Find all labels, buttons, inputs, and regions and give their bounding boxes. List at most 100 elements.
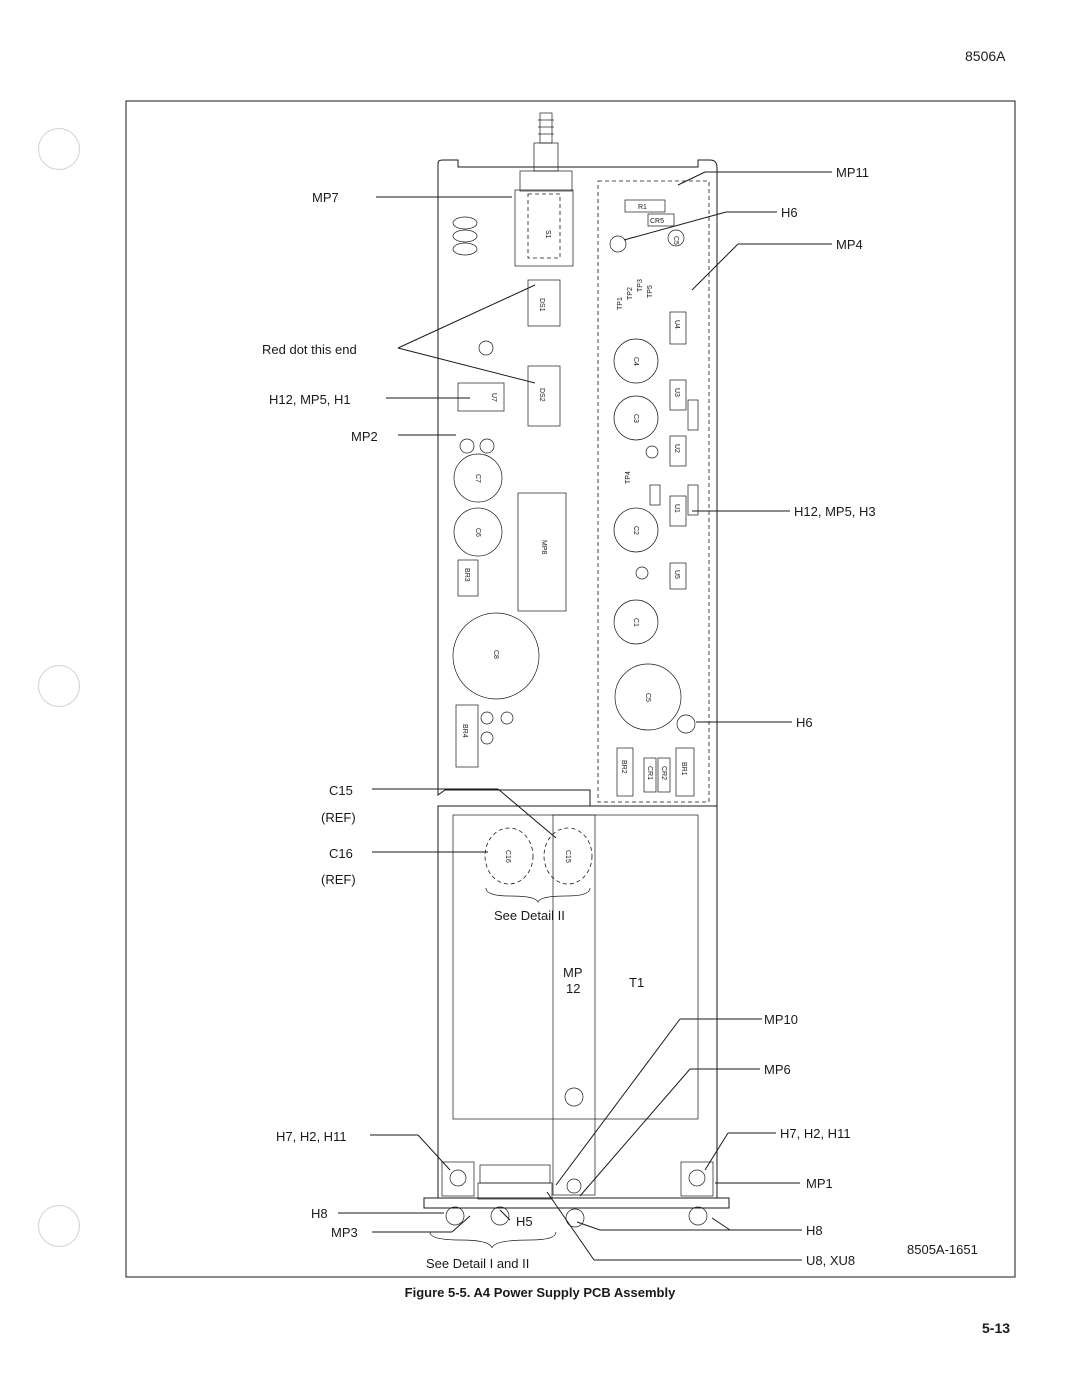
svg-text:U1: U1 — [673, 504, 680, 513]
ds1 — [527, 279, 561, 327]
callout-h6-top: H6 — [781, 205, 798, 220]
mount-nut-left — [441, 1161, 475, 1197]
detail-i-ii-brace — [429, 1231, 557, 1249]
svg-text:TP2: TP2 — [627, 287, 634, 300]
br4 — [455, 704, 479, 768]
svg-text:C5: C5 — [644, 693, 651, 702]
s1-switch — [514, 189, 574, 267]
callout-t1: T1 — [629, 975, 644, 990]
u3 — [669, 379, 687, 411]
svg-text:TP1: TP1 — [617, 297, 624, 310]
capacitor-c2 — [613, 507, 659, 553]
label-s1: S1 — [544, 230, 551, 239]
regulator-board — [597, 180, 710, 803]
binder-hole — [38, 1205, 80, 1247]
u1 — [669, 495, 687, 527]
callout-see-detail-i-ii: See Detail I and II — [426, 1256, 529, 1271]
figure-caption: Figure 5-5. A4 Power Supply PCB Assembly — [404, 1285, 676, 1300]
callout-mp1: MP1 — [806, 1176, 833, 1191]
u2 — [669, 435, 687, 467]
callout-c15: C15 — [329, 783, 353, 798]
svg-text:U5: U5 — [673, 570, 680, 579]
document-code: 8506A — [965, 48, 1006, 64]
callout-mp7: MP7 — [312, 190, 339, 205]
page-number: 5-13 — [982, 1320, 1011, 1336]
svg-text:C16: C16 — [504, 850, 511, 863]
label-ds1: DS1 — [538, 298, 545, 312]
callout-mp4: MP4 — [836, 237, 863, 252]
callout-c15-ref: (REF) — [321, 810, 356, 825]
callout-mp2: MP2 — [351, 429, 378, 444]
binder-hole — [38, 665, 80, 707]
u7 — [457, 382, 505, 412]
cr1 — [643, 757, 657, 793]
callout-c16: C16 — [329, 846, 353, 861]
cr5 — [647, 213, 675, 227]
callout-h7-h2-h11-left: H7, H2, H11 — [276, 1129, 347, 1144]
svg-text:U3: U3 — [673, 388, 680, 397]
svg-text:C4: C4 — [632, 357, 639, 366]
br3 — [457, 559, 479, 597]
callout-h12-mp5-h1: H12, MP5, H1 — [269, 392, 351, 407]
callout-h6-bottom: H6 — [796, 715, 813, 730]
bottom-bracket — [423, 1197, 730, 1209]
label-c6: C6 — [474, 528, 481, 537]
c16-ref — [484, 827, 534, 885]
capacitor-c1 — [613, 599, 659, 645]
figure-frame — [125, 100, 1016, 1278]
capacitor-c5-large — [614, 663, 682, 731]
capacitor-c8 — [452, 612, 540, 700]
cr2 — [657, 757, 671, 793]
svg-text:TP5: TP5 — [647, 285, 654, 298]
callout-see-detail-ii: See Detail II — [494, 908, 565, 923]
svg-text:TP4: TP4 — [625, 471, 632, 484]
svg-text:C1: C1 — [632, 618, 639, 627]
detail-ii-brace — [485, 887, 591, 904]
callout-h12-mp5-h3: H12, MP5, H3 — [794, 504, 876, 519]
label-c8: C8 — [492, 650, 499, 659]
mp8-heatsink — [517, 492, 567, 612]
label-c7: C7 — [474, 474, 481, 483]
mounting-hole — [564, 1087, 584, 1107]
callout-h8-left: H8 — [311, 1206, 328, 1221]
drawing-number: 8505A-1651 — [907, 1242, 978, 1257]
label-br3: BR3 — [463, 568, 470, 582]
callout-mp3: MP3 — [331, 1225, 358, 1240]
callout-h7-h2-h11-right: H7, H2, H11 — [780, 1126, 851, 1141]
c15-ref — [543, 827, 593, 885]
svg-text:BR2: BR2 — [620, 760, 627, 774]
svg-text:C15: C15 — [564, 850, 571, 863]
br1 — [675, 747, 695, 797]
svg-text:CR2: CR2 — [660, 766, 667, 780]
svg-text:U4: U4 — [673, 320, 680, 329]
callout-mp6: MP6 — [764, 1062, 791, 1077]
capacitor-c5 — [667, 229, 685, 247]
mount-nut-right — [680, 1161, 714, 1197]
callout-mp12-bottom: 12 — [566, 981, 580, 996]
chassis-lower — [437, 805, 718, 1199]
callout-red-dot: Red dot this end — [262, 342, 357, 357]
svg-text:U2: U2 — [673, 444, 680, 453]
ds2 — [527, 365, 561, 427]
label-mp8: MP8 — [540, 540, 547, 555]
br2 — [616, 747, 634, 797]
callout-mp10: MP10 — [764, 1012, 798, 1027]
callout-mp12-top: MP — [563, 965, 583, 980]
svg-text:R1: R1 — [638, 204, 647, 211]
u4 — [669, 311, 687, 345]
u8-socket — [479, 1164, 551, 1184]
pcb-outline — [437, 159, 718, 807]
svg-text:TP3: TP3 — [637, 279, 644, 292]
label-ds2: DS2 — [538, 388, 545, 402]
mp12-bracket — [552, 814, 596, 1196]
svg-text:CR1: CR1 — [646, 766, 653, 780]
callout-h8-right: H8 — [806, 1223, 823, 1238]
screw-h6-bottom — [676, 714, 696, 734]
capacitor-c3 — [613, 395, 659, 441]
svg-text:CR5: CR5 — [650, 218, 664, 225]
callout-mp11: MP11 — [836, 165, 869, 180]
svg-text:C3: C3 — [632, 414, 639, 423]
screw-h6-top — [609, 235, 627, 253]
svg-text:BR1: BR1 — [680, 762, 687, 776]
callout-c16-ref: (REF) — [321, 872, 356, 887]
